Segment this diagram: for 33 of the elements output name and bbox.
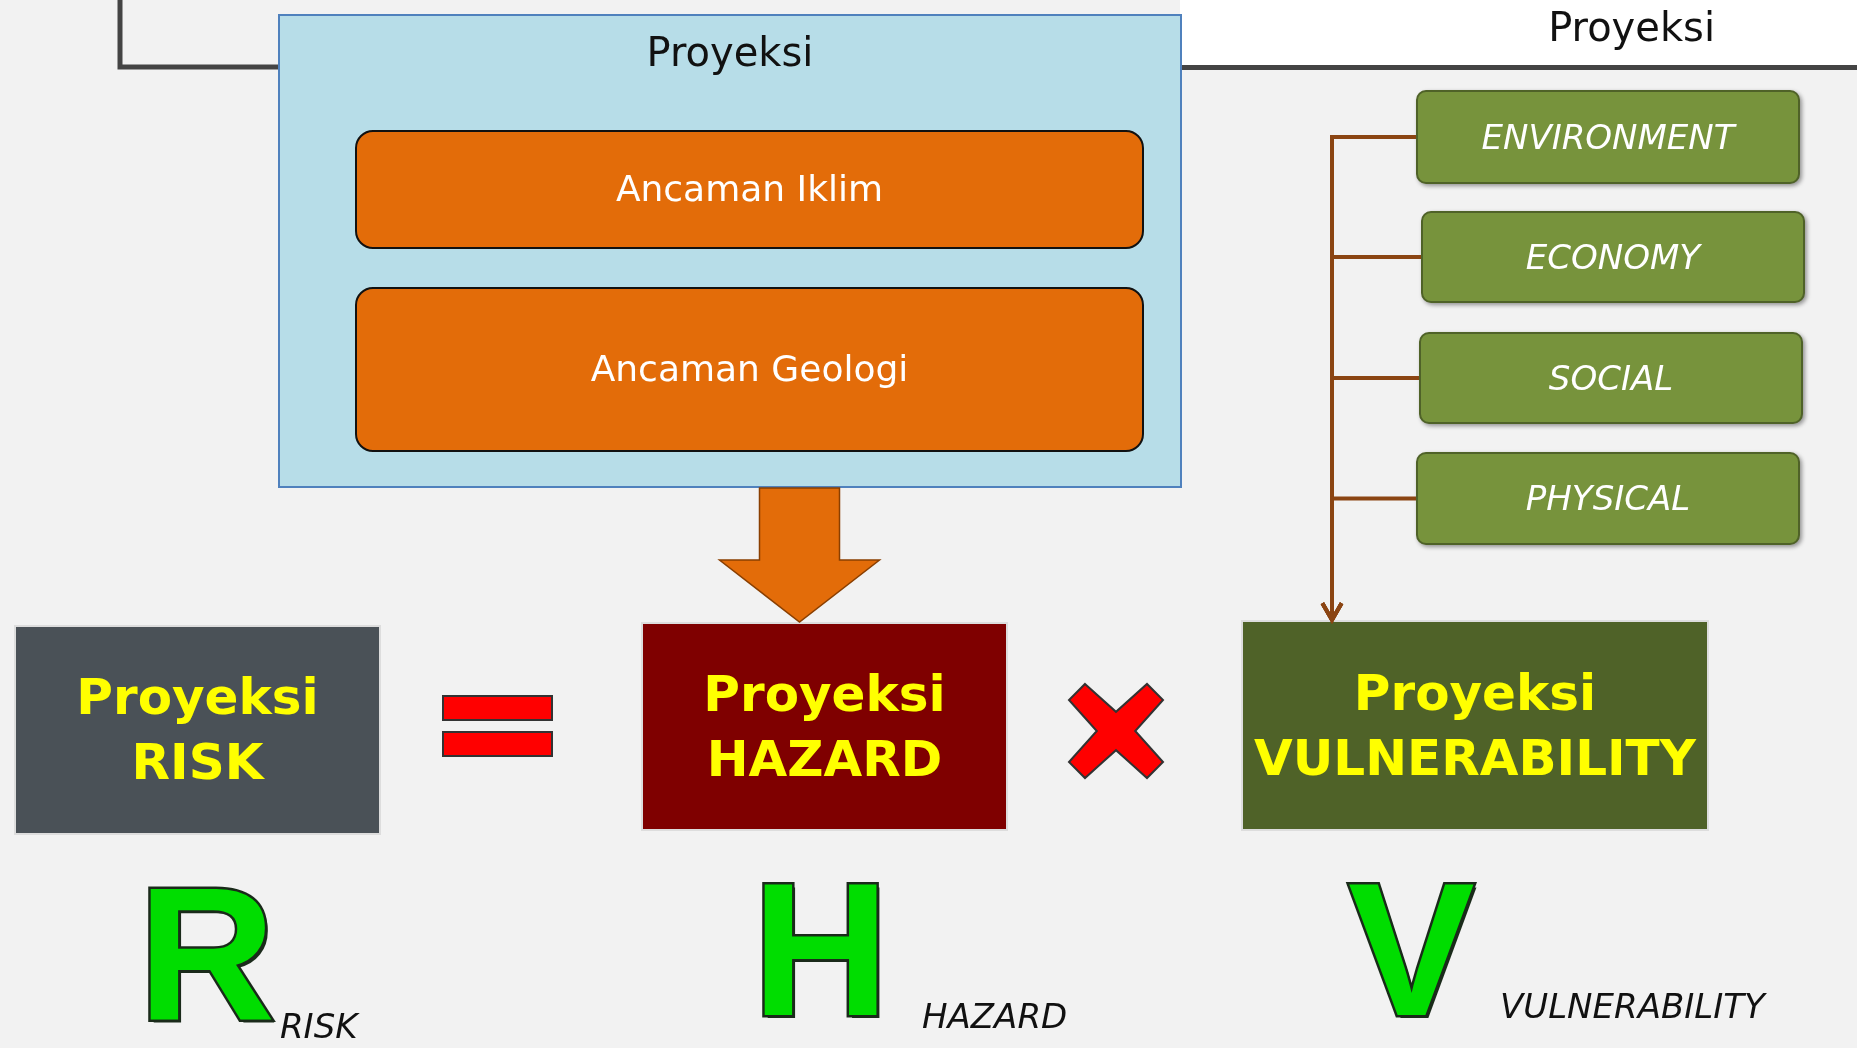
band-title: Proyeksi (1548, 3, 1715, 52)
hazard-box (355, 287, 1144, 452)
factor-box (1416, 452, 1800, 545)
box-label: PHYSICAL (1525, 477, 1691, 521)
box-label: Proyeksi (76, 667, 319, 728)
header-band (1180, 0, 1857, 70)
factor-box (1421, 211, 1805, 303)
factor-box (1419, 332, 1803, 424)
formula-letter: V (1348, 854, 1475, 1044)
hazard-box (355, 130, 1144, 249)
box-label: HAZARD (706, 728, 943, 790)
subscript-label: VULNERABILITY (1500, 989, 1765, 1024)
box-label: ECONOMY (1525, 235, 1701, 279)
projection-panel (278, 14, 1182, 488)
box-label: VULNERABILITY (1254, 727, 1696, 789)
connector-arrow (1320, 496, 1416, 622)
box-label: SOCIAL (1548, 356, 1674, 400)
formula-box (641, 622, 1008, 831)
formula-box (1241, 620, 1709, 831)
box-label: Proyeksi (703, 663, 946, 725)
box-label: Proyeksi (1353, 662, 1597, 724)
factor-box (1416, 90, 1800, 184)
block-arrow (717, 487, 882, 623)
formula-letter: H (752, 854, 890, 1044)
box-label: Ancaman Geologi (590, 347, 909, 392)
formula-letter: R (138, 859, 276, 1048)
box-label: RISK (131, 732, 264, 793)
panel-title: Proyeksi (646, 28, 814, 77)
box-label: Ancaman Iklim (615, 167, 884, 212)
box-label: ENVIRONMENT (1481, 115, 1735, 159)
formula-box (14, 625, 381, 835)
subscript-label: HAZARD (922, 999, 1068, 1034)
subscript-label: RISK (280, 1009, 358, 1044)
